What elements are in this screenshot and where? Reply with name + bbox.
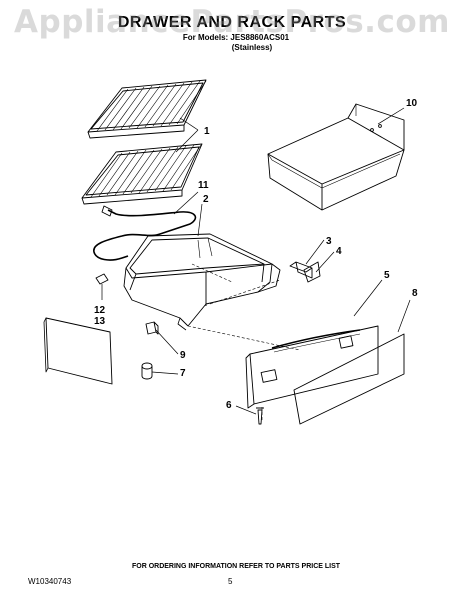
bushing [141,362,153,380]
callout-3: 3 [326,236,332,247]
callout-5: 5 [384,270,390,281]
bumper [145,321,159,335]
drawer-support [267,103,405,211]
oven-rack-upper [87,79,207,139]
page-number: 5 [228,577,233,586]
drawer-clip [303,261,321,283]
bake-element [93,209,197,261]
kick-panel [45,317,113,385]
drawer-bracket [289,261,313,279]
models-line: For Models: JES8860ACS01 [182,33,290,42]
callout-13: 13 [94,316,106,327]
callout-11: 11 [198,180,209,191]
callout-1: 1 [204,126,210,137]
callout-4: 4 [336,246,342,257]
drawer-front [245,325,379,409]
ordering-note: FOR ORDERING INFORMATION REFER TO PARTS … [131,563,341,570]
callout-8: 8 [412,288,418,299]
oven-rack-lower [81,143,203,205]
callout-12: 12 [94,305,106,316]
callout-9: 9 [180,350,186,361]
finish-line: (Stainless) [231,43,273,52]
drawer-pan [123,233,281,331]
callout-6: 6 [226,400,232,411]
callout-7: 7 [180,368,186,379]
page-title: DRAWER AND RACK PARTS [117,14,347,31]
element-bracket [95,273,109,285]
document-number: W10340743 [28,577,72,586]
drawer-panel [293,333,405,425]
screw [256,407,264,425]
watermark-text: AppliancePartsPros.com [14,4,450,40]
callout-2: 2 [203,194,209,205]
callout-10: 10 [406,98,418,109]
